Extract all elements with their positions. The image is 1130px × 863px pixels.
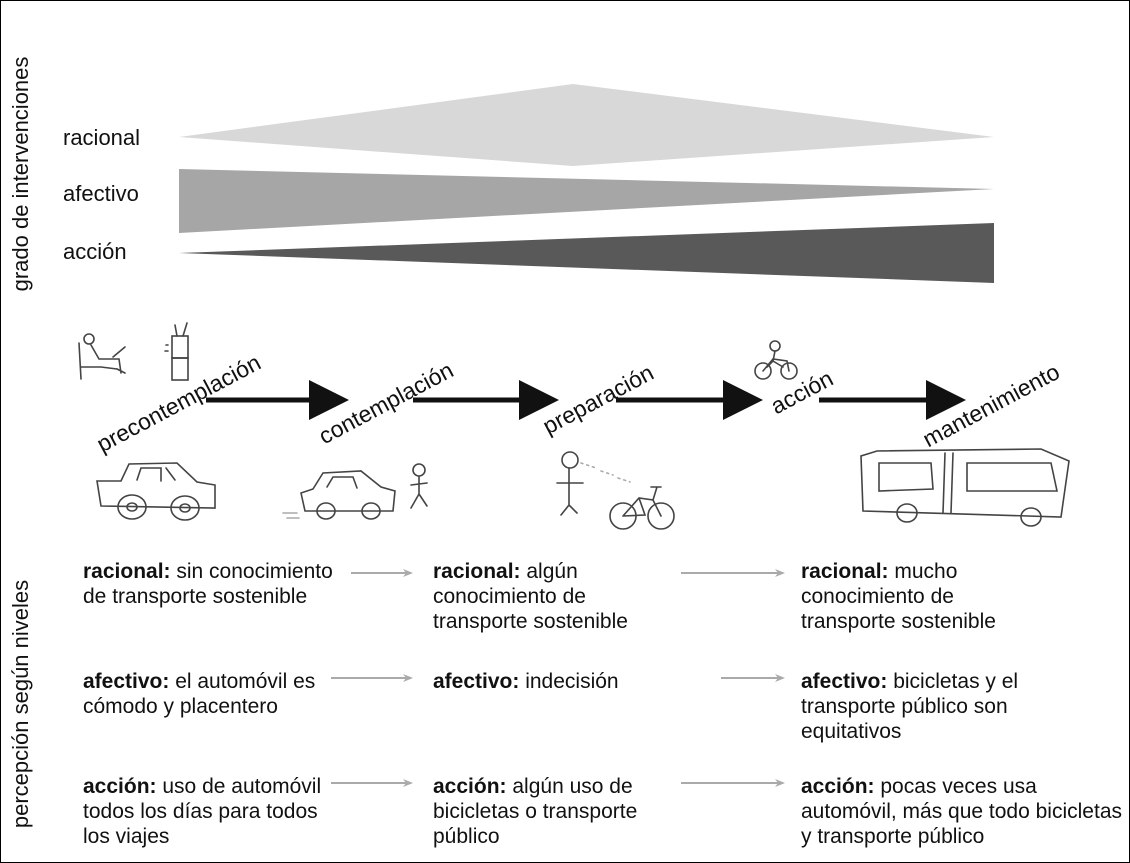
cyclist-icon [754, 340, 798, 380]
col2-afectivo: afectivo: indecisión [433, 670, 619, 693]
col1-afectivo: afectivo: el automóvil es cómodo y place… [83, 670, 316, 718]
label-racional: racional [63, 125, 141, 150]
label-afectivo: afectivo [63, 181, 139, 206]
bar-accion [179, 223, 994, 283]
person-sitting-icon [78, 333, 126, 380]
bar-afectivo [179, 169, 994, 233]
car-icon [96, 462, 216, 521]
car-icon [282, 470, 396, 520]
col2-accion: acción: algún uso de bicicletas o transp… [433, 775, 638, 848]
person-thinking-icon [556, 451, 631, 516]
col2-racional: racional: algún conocimiento de transpor… [433, 560, 628, 633]
person-standing-icon [410, 463, 428, 509]
bar-racional [179, 84, 994, 166]
television-icon [164, 322, 189, 381]
bicycle-icon [609, 486, 675, 530]
col3-afectivo: afectivo: bicicletas y el transporte púb… [801, 670, 1019, 743]
col1-accion: acción: uso de automóvil todos los días … [83, 775, 322, 848]
col3-accion: acción: pocas veces usa automóvil, más q… [801, 775, 1122, 848]
label-accion: acción [63, 239, 127, 264]
col3-racional: racional: mucho conocimiento de transpor… [801, 560, 996, 633]
col1-racional: racional: sin conocimiento de transporte… [83, 560, 333, 608]
bus-icon [860, 448, 1070, 527]
